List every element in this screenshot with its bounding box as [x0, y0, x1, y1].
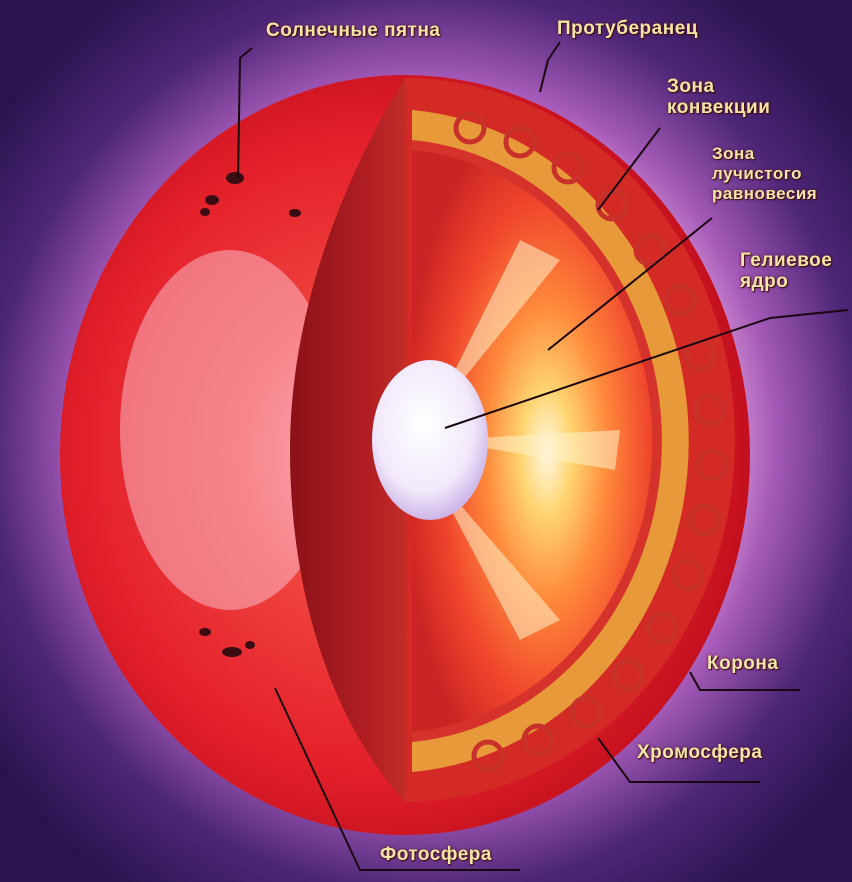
label-prominence: Протуберанец	[557, 18, 698, 39]
helium-core	[372, 360, 488, 520]
label-radiative-zone: Зона лучистого равновесия	[712, 144, 818, 203]
leader-lines	[237, 41, 849, 871]
label-photosphere: Фотосфера	[380, 844, 492, 865]
leader-core	[444, 309, 849, 429]
sunspots-lower	[199, 628, 255, 657]
leader-corona	[689, 671, 800, 691]
cut-wall	[290, 78, 420, 802]
label-sunspots: Солнечные пятна	[266, 20, 441, 41]
leader-photosphere	[274, 687, 520, 871]
label-helium-core: Гелиевое ядро	[740, 250, 833, 292]
leader-prominence	[539, 41, 561, 93]
leader-chromosphere	[597, 737, 760, 783]
surface-glow	[120, 250, 340, 610]
label-chromosphere: Хромосфера	[637, 742, 763, 763]
label-corona: Корона	[707, 653, 779, 674]
leader-convection	[597, 127, 661, 211]
leader-radiative	[547, 217, 713, 351]
sunspots-upper	[200, 172, 301, 217]
label-convection-zone: Зона конвекции	[667, 76, 771, 118]
leader-sunspots	[237, 47, 253, 179]
convection-cells	[453, 111, 729, 773]
